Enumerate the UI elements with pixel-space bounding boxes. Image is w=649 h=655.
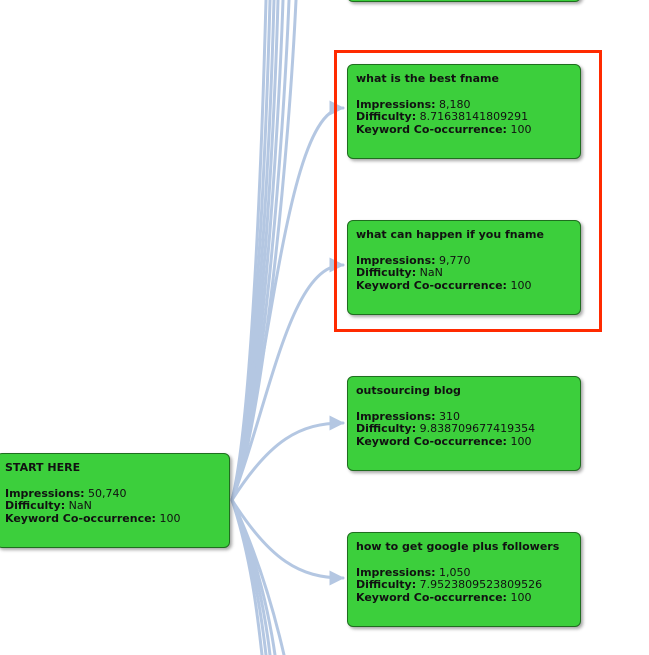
node-title: outsourcing blog	[356, 384, 461, 397]
edge-to-node-1	[230, 100, 345, 502]
edge-to-node-4	[230, 498, 345, 586]
node-difficulty: Difficulty: 8.71638141809291	[356, 110, 529, 123]
node-start-here[interactable]: START HERE Impressions: 50,740 Difficult…	[0, 453, 230, 548]
node-impressions: Impressions: 1,050	[356, 565, 471, 579]
highlight-box	[334, 50, 602, 332]
node-outsourcing-blog[interactable]: outsourcing blog Impressions: 310 Diffic…	[347, 376, 581, 471]
node-difficulty: Difficulty: 7.9523809523809526	[356, 578, 543, 591]
node-title: what is the best fname	[356, 72, 499, 85]
node-cooccurrence: Keyword Co-occurrence: 100	[356, 122, 532, 136]
node-cooccurrence: Keyword Co-occurrence: 100	[5, 511, 181, 525]
edge-down-5	[230, 498, 286, 655]
node-cooccurrence: Keyword Co-occurrence: 100	[356, 278, 532, 292]
node-impressions: Impressions: 9,770	[356, 253, 471, 267]
node-impressions: Impressions: 8,180	[356, 97, 471, 111]
node-title: how to get google plus followers	[356, 540, 560, 553]
edge-to-node-2	[230, 257, 345, 502]
node-impressions: Impressions: 50,740	[5, 486, 127, 500]
node-difficulty: Difficulty: NaN	[356, 266, 443, 279]
node-what-is-the-best-fname[interactable]: what is the best fname Impressions: 8,18…	[347, 64, 581, 159]
node-difficulty: Difficulty: 9.838709677419354	[356, 422, 536, 435]
node-cooccurrence: Keyword Co-occurrence: 100	[356, 590, 532, 604]
node-what-can-happen-if-you-fname[interactable]: what can happen if you fname Impressions…	[347, 220, 581, 315]
node-partial-top[interactable]	[347, 0, 581, 2]
node-impressions: Impressions: 310	[356, 409, 461, 423]
node-title: START HERE	[5, 461, 81, 474]
edge-to-node-3	[230, 415, 345, 502]
node-title: what can happen if you fname	[356, 228, 544, 241]
node-cooccurrence: Keyword Co-occurrence: 100	[356, 434, 532, 448]
node-how-to-get-google-plus-followers[interactable]: how to get google plus followers Impress…	[347, 532, 581, 627]
node-difficulty: Difficulty: NaN	[5, 499, 92, 512]
